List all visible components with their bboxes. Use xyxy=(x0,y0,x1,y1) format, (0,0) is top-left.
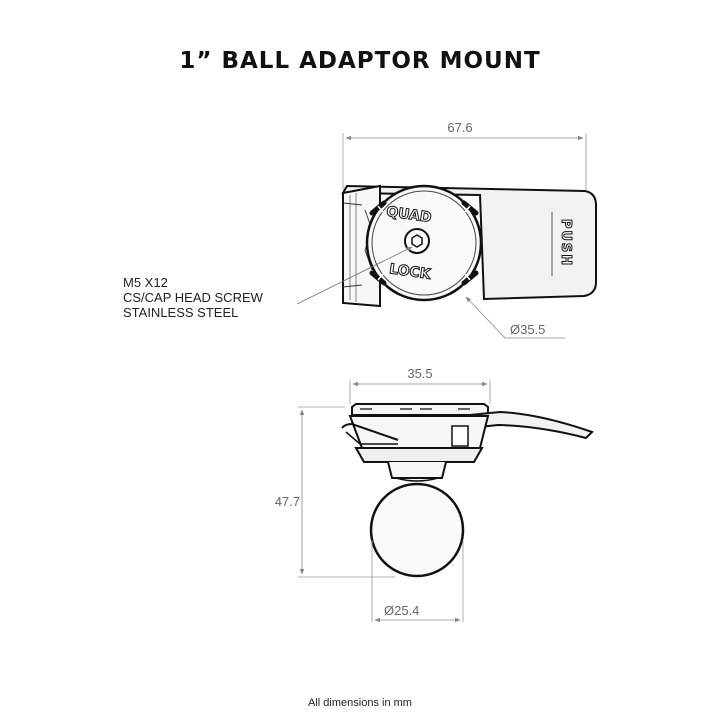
screw-leader-line xyxy=(296,246,413,305)
top-diameter-leader xyxy=(465,296,565,339)
top-diameter-label: Ø35.5 xyxy=(510,322,545,337)
clip-body xyxy=(342,184,381,308)
ball-diameter-label: Ø25.4 xyxy=(384,603,419,618)
mount-collar xyxy=(354,447,484,463)
screw-note-line-2: CS/CAP HEAD SCREW xyxy=(123,290,264,305)
push-tab xyxy=(341,184,597,301)
screw-note-line-1: M5 X12 xyxy=(123,275,168,290)
side-view: 35.5 47.7 Ø25.4 xyxy=(275,366,594,623)
push-text: PUSH xyxy=(558,219,573,267)
side-height-label: 47.7 xyxy=(275,494,300,509)
page-title: 1” BALL ADAPTOR MOUNT xyxy=(179,48,541,74)
top-width-label: 67.6 xyxy=(447,120,472,135)
push-lever xyxy=(458,410,594,440)
screw-head xyxy=(404,228,430,254)
footer-note: All dimensions in mm xyxy=(308,697,412,709)
screw-note-line-3: STAINLESS STEEL xyxy=(123,305,238,320)
top-view: 67.6 QUAD LOCK PUSH M5 X12 CS/CAP HEAD S… xyxy=(123,120,597,339)
lock-logo-text: LOCK xyxy=(388,261,432,283)
quad-logo-text: QUAD xyxy=(385,204,432,226)
mount-ball xyxy=(369,482,465,578)
side-width-label: 35.5 xyxy=(407,366,432,381)
